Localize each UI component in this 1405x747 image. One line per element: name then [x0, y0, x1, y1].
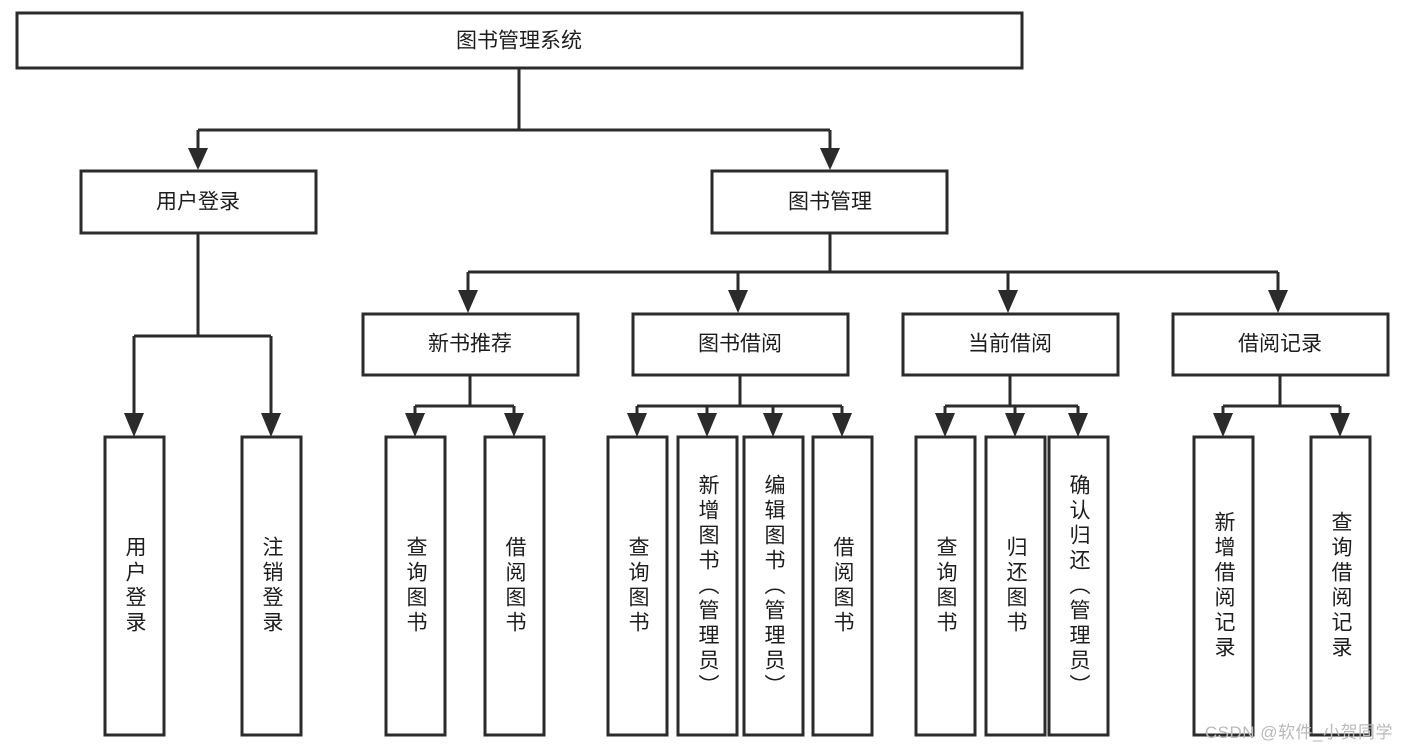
arrowhead-leaf-br-2: [1330, 413, 1350, 437]
arrowhead-leaf-logout: [261, 413, 281, 437]
node-root-box[interactable]: [15, 11, 1024, 70]
leaf-box-nbr-1[interactable]: [384, 435, 447, 737]
arrowhead-leaf-bb-1: [627, 413, 647, 437]
node-current-borrow-box[interactable]: [901, 312, 1120, 377]
arrowhead-leaf-user-login: [124, 413, 144, 437]
leaf-box-bb-4[interactable]: [811, 435, 874, 737]
connector-group-book-mgmt: [458, 233, 1288, 313]
leaf-box-bb-3[interactable]: [742, 435, 805, 737]
arrowhead-user-login: [188, 148, 208, 170]
leaf-box-user-login-2[interactable]: [240, 435, 303, 737]
leaf-box-cb-1[interactable]: [914, 435, 977, 737]
leaf-box-bb-2[interactable]: [676, 435, 739, 737]
arrowhead-book-borrow: [728, 290, 748, 313]
arrowhead-leaf-cb-3: [1068, 413, 1088, 437]
node-borrow-record-box[interactable]: [1171, 312, 1390, 377]
arrowhead-leaf-nbr-2: [504, 413, 524, 437]
arrowhead-leaf-br-1: [1213, 413, 1233, 437]
node-new-book-recommend-box[interactable]: [361, 312, 580, 377]
node-root-label: 图书管理系统: [456, 30, 582, 53]
watermark-text: CSDN @软件_小贺同学: [1204, 723, 1393, 742]
arrowhead-leaf-bb-2: [697, 413, 717, 437]
leaf-box-cb-3[interactable]: [1047, 435, 1110, 737]
arrowhead-current-borrow: [998, 290, 1018, 313]
node-user-login-label: 用户登录: [156, 191, 240, 214]
connector-group-current-borrow: [935, 375, 1088, 437]
node-new-book-recommend-label: 新书推荐: [428, 333, 512, 356]
leaf-box-br-1[interactable]: [1192, 435, 1255, 737]
connector-group-borrow-record: [1213, 375, 1350, 437]
node-current-borrow-label: 当前借阅: [968, 333, 1052, 356]
connector-group-user-login: [124, 233, 281, 437]
arrowhead-new-book-recommend: [458, 290, 478, 313]
leaf-box-br-2[interactable]: [1309, 435, 1372, 737]
arrowhead-borrow-record: [1268, 290, 1288, 313]
arrowhead-book-mgmt: [820, 148, 840, 170]
leaf-box-nbr-2[interactable]: [483, 435, 546, 737]
node-book-mgmt-label: 图书管理: [788, 191, 872, 214]
node-book-borrow-label: 图书借阅: [698, 333, 782, 356]
connector-group-new-book-recommend: [405, 375, 524, 437]
node-book-borrow-box[interactable]: [631, 312, 850, 377]
arrowhead-leaf-cb-1: [935, 413, 955, 437]
leaf-box-user-login-1[interactable]: [103, 435, 166, 737]
node-user-login-box[interactable]: [79, 169, 318, 235]
arrowhead-leaf-nbr-1: [405, 413, 425, 437]
node-book-mgmt-box[interactable]: [710, 169, 949, 235]
arrowhead-leaf-bb-4: [832, 413, 852, 437]
connector-group-book-borrow: [627, 375, 852, 437]
node-borrow-record-label: 借阅记录: [1238, 333, 1322, 356]
leaf-box-cb-2[interactable]: [984, 435, 1047, 737]
arrowhead-leaf-bb-3: [763, 413, 783, 437]
arrowhead-leaf-cb-2: [1005, 413, 1025, 437]
leaf-box-bb-1[interactable]: [606, 435, 669, 737]
connector-group-root: [188, 68, 840, 170]
